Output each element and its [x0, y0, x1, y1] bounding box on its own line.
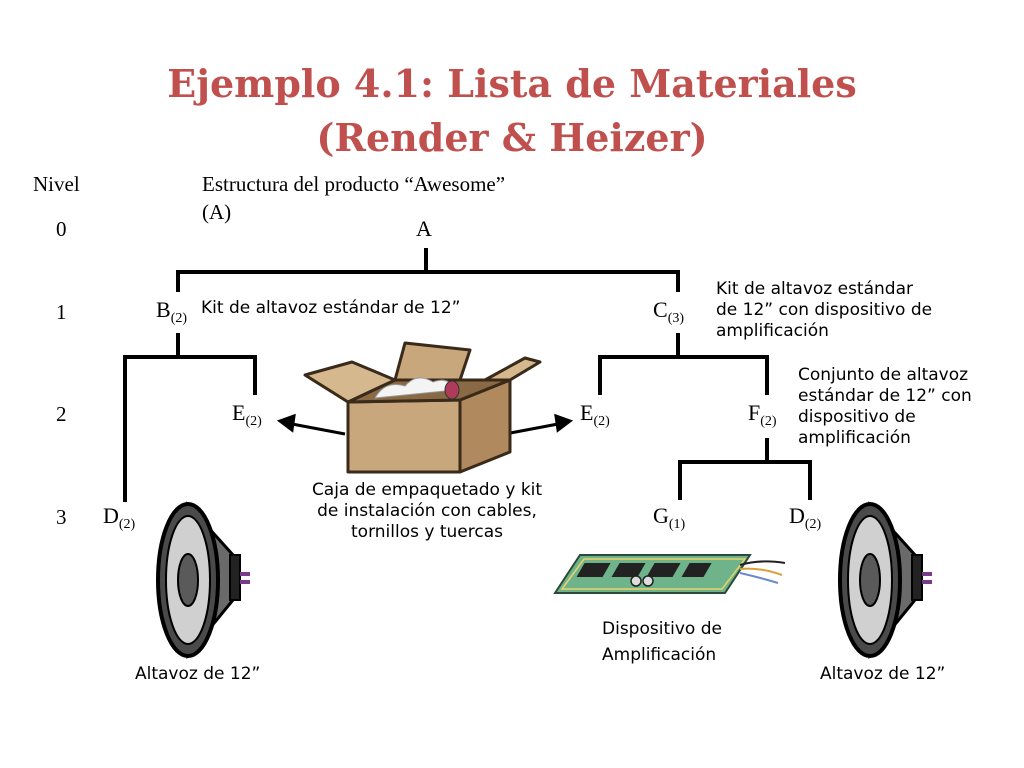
- speaker-right-icon: [838, 501, 932, 660]
- speaker-left-label: Altavoz de 12”: [135, 664, 261, 684]
- node-e-right: E(2): [580, 400, 610, 429]
- speaker-right-label: Altavoz de 12”: [820, 664, 946, 684]
- level-1: 1: [56, 300, 67, 324]
- node-g: G(1): [653, 503, 686, 532]
- level-3: 3: [56, 505, 67, 529]
- level-0: 0: [56, 217, 67, 241]
- amplifier-label: Dispositivo de Amplificación: [602, 619, 722, 665]
- level-2: 2: [56, 402, 67, 426]
- node-b: B(2): [156, 297, 188, 326]
- node-f: F(2): [748, 400, 777, 429]
- node-d-right: D(2): [789, 503, 822, 532]
- node-a: A: [416, 216, 432, 241]
- structure-header-sub: (A): [202, 200, 232, 224]
- circuit-board-icon: [553, 554, 786, 594]
- f-assembly-label: Conjunto de altavoz estándar de 12” con …: [798, 365, 972, 448]
- speaker-left-icon: [156, 501, 250, 660]
- box-label: Caja de empaquetado y kit de instalación…: [311, 480, 543, 542]
- node-d-left: D(2): [103, 503, 136, 532]
- cardboard-box-icon: [303, 341, 542, 474]
- structure-header: Estructura del producto “Awesome”: [202, 172, 506, 196]
- title-line-2: (Render & Heizer): [316, 115, 708, 160]
- node-e-left: E(2): [232, 400, 262, 429]
- level-header: Nivel: [33, 172, 80, 196]
- title-line-1: Ejemplo 4.1: Lista de Materiales: [167, 61, 857, 106]
- c-kit-label: Kit de altavoz estándar de 12” con dispo…: [716, 279, 933, 341]
- b-kit-label: Kit de altavoz estándar de 12”: [201, 298, 461, 318]
- node-c: C(3): [653, 297, 685, 326]
